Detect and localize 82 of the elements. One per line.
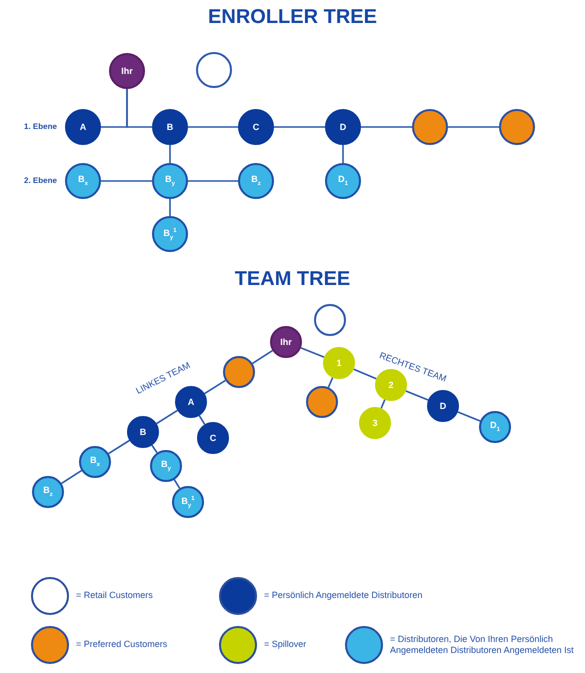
distributor-node: [150, 450, 182, 482]
level-label: 1. Ebene: [24, 122, 57, 131]
node-label: B$_{x}$: [78, 175, 88, 187]
distributor-node: [79, 446, 111, 478]
legend-text: = Retail Customers: [76, 590, 154, 601]
customer-node: [223, 356, 255, 388]
node-label: C: [210, 434, 216, 442]
you-node: [270, 326, 302, 358]
legend-text: = Persönlich Angemeldete Distributoren: [264, 590, 424, 601]
level-label: 2. Ebene: [24, 176, 57, 185]
node-label: A: [188, 398, 194, 406]
distributor-node: [152, 216, 188, 252]
connector-line: [151, 444, 158, 454]
distributor-node: [197, 422, 229, 454]
distributor-node: [238, 163, 274, 199]
connector-line: [174, 479, 180, 489]
node-label: B$_{z}$: [251, 175, 261, 187]
connector-line: [204, 380, 226, 394]
node-label: 1: [336, 358, 342, 368]
connector-line: [252, 350, 273, 364]
connector-line: [458, 411, 480, 422]
customer-node: [314, 304, 346, 336]
connector-line: [169, 199, 171, 216]
connector-line: [380, 399, 386, 409]
distributor-node: [152, 163, 188, 199]
node-label: Ihr: [280, 338, 292, 346]
customer-node: [306, 386, 338, 418]
customer-node: [412, 109, 448, 145]
node-label: D: [340, 122, 346, 132]
diagram-title: ENROLLER TREE: [207, 6, 378, 29]
connector-line: [61, 470, 82, 484]
legend-text: = Spillover: [264, 639, 308, 650]
node-label: A: [80, 122, 86, 132]
customer-node: [196, 52, 232, 88]
distributor-node: [175, 386, 207, 418]
legend-text: = Preferred Customers: [76, 639, 168, 650]
connector-line: [169, 145, 171, 163]
node-label: B$_{z}$: [43, 486, 53, 498]
node-label: 2: [388, 380, 394, 390]
legend-text: = Distributoren, Die Von Ihren Persönlich Angemeldeten Distributoren Angemeldeten Ist: [390, 634, 575, 656]
node-label: D$_{1}$: [490, 421, 500, 433]
connector-line: [188, 180, 238, 182]
distributor-node: [152, 109, 188, 145]
distributor-node: [127, 416, 159, 448]
you-node: [109, 53, 145, 89]
node-label: D: [440, 402, 446, 410]
spillover-node: [359, 407, 391, 439]
node-label: B$_{y}$: [165, 175, 175, 187]
connector-line: [108, 440, 130, 454]
customer-node: [499, 109, 535, 145]
node-label: B$_{y}$: [161, 460, 171, 472]
distributor-node: [65, 163, 101, 199]
connector-line: [328, 377, 334, 388]
connector-line: [342, 145, 344, 163]
node-label: B: [140, 428, 146, 436]
distributor-node: [172, 486, 204, 518]
connector-line: [448, 126, 499, 128]
connector-line: [156, 410, 178, 424]
connector-line: [406, 390, 428, 401]
connector-line: [274, 126, 325, 128]
connector-line: [188, 126, 238, 128]
distributor-node: [32, 476, 64, 508]
distributor-node: [325, 109, 361, 145]
node-label: B: [166, 122, 174, 132]
connector-line: [126, 89, 152, 128]
node-label: D$_{1}$: [338, 175, 348, 187]
node-label: Ihr: [121, 66, 133, 76]
connector-line: [361, 126, 412, 128]
distributor-node: [427, 390, 459, 422]
distributor-node: [65, 109, 101, 145]
connector-line: [101, 180, 152, 182]
node-label: C: [252, 122, 260, 132]
spillover-node: [323, 347, 355, 379]
connector-line: [353, 368, 377, 380]
distributor-node: [238, 109, 274, 145]
distributor-node: [479, 411, 511, 443]
node-label: B$_{x}$: [90, 456, 100, 468]
node-label: 3: [372, 418, 378, 428]
distributor-node: [325, 163, 361, 199]
connector-line: [198, 415, 206, 425]
connector-line: [300, 347, 324, 358]
section-title: TEAM TREE: [234, 268, 352, 291]
